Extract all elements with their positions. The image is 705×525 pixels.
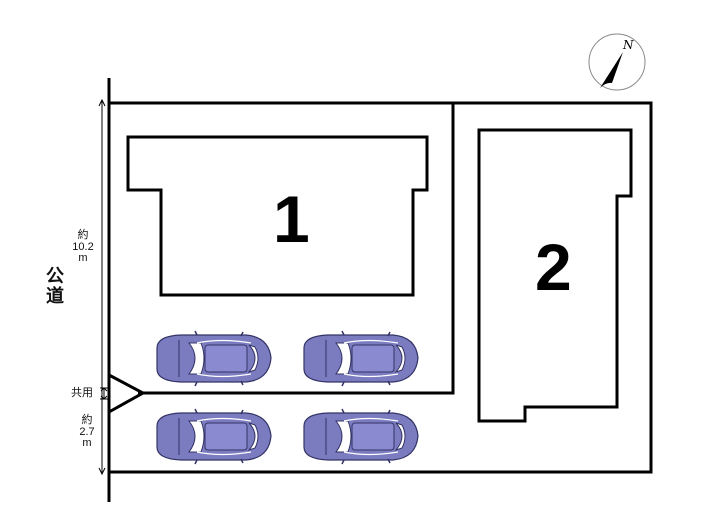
dimension-value: 10.2 xyxy=(72,240,94,253)
shared-label: 共用 xyxy=(71,387,93,399)
lot-2-number: 2 xyxy=(535,230,572,304)
house-1-outline xyxy=(126,135,429,297)
dimension-unit: m xyxy=(78,252,88,265)
lot-divider xyxy=(138,103,455,395)
car-icon xyxy=(156,330,272,387)
driveway-width-dimension: 約 2.7 m xyxy=(72,414,102,450)
dimension-prefix: 約 xyxy=(77,229,89,241)
lot-1-number: 1 xyxy=(273,182,310,256)
lot-width-dimension: 約 10.2 m xyxy=(64,229,102,265)
car-icon xyxy=(303,330,419,387)
shared-driveway-marker xyxy=(108,373,147,414)
dimension-unit: m xyxy=(82,437,92,450)
compass-north-label: N xyxy=(622,38,634,52)
lot-boundary xyxy=(109,101,653,474)
road-label: 公道 xyxy=(46,266,64,306)
car-icon xyxy=(303,408,419,465)
car-icon xyxy=(156,408,272,465)
dimension-prefix: 約 xyxy=(81,414,93,426)
house-2-outline xyxy=(477,128,633,423)
dimension-value: 2.7 xyxy=(79,425,95,438)
compass-icon xyxy=(588,33,646,91)
